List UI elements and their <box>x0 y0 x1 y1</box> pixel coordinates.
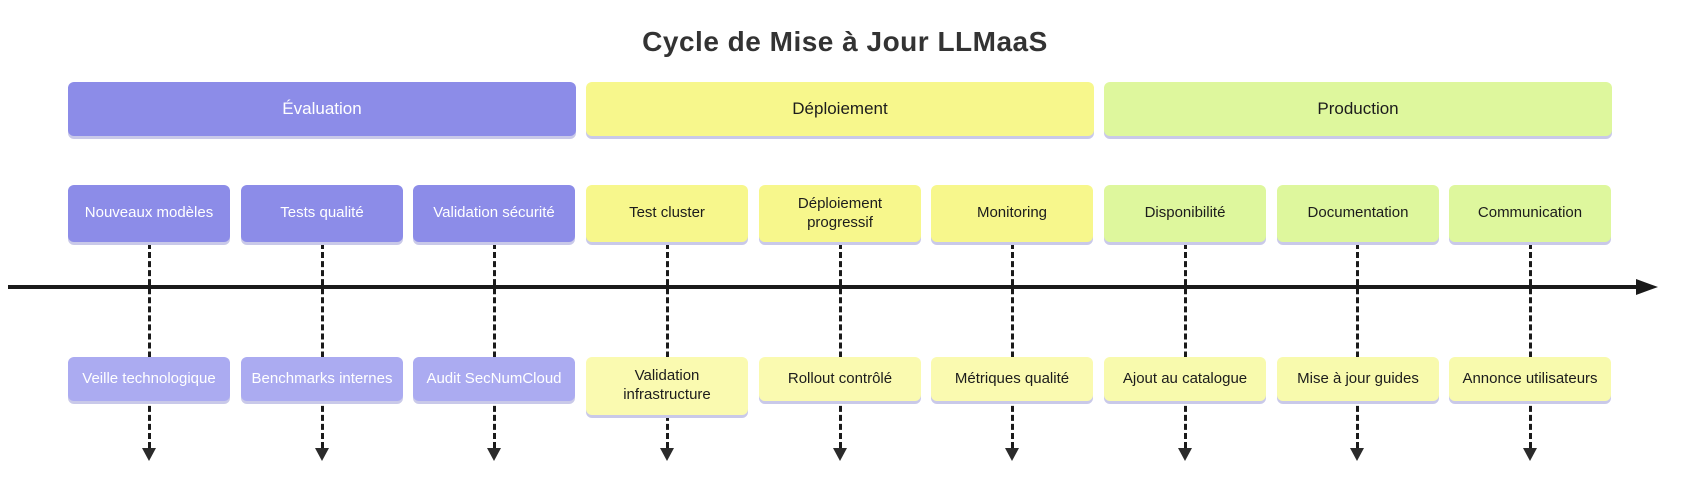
down-arrowhead-icon <box>1005 448 1019 461</box>
task-box-nouveaux-modeles: Nouveaux modèles <box>68 185 230 242</box>
dashed-connector <box>1184 243 1187 448</box>
dashed-connector <box>1011 243 1014 448</box>
task-box-disponibilite: Disponibilité <box>1104 185 1266 242</box>
down-arrowhead-icon <box>833 448 847 461</box>
dashed-connector <box>493 243 496 448</box>
down-arrowhead-icon <box>315 448 329 461</box>
phase-header-deploiement: Déploiement <box>586 82 1094 136</box>
task-box-validation-securite: Validation sécurité <box>413 185 575 242</box>
subtask-box-ajout-au-catalogue: Ajout au catalogue <box>1104 357 1266 401</box>
subtask-box-annonce-utilisateurs: Annonce utilisateurs <box>1449 357 1611 401</box>
down-arrowhead-icon <box>487 448 501 461</box>
subtask-box-validation-infrastructure: Validation infrastructure <box>586 357 748 415</box>
phase-header-evaluation: Évaluation <box>68 82 576 136</box>
dashed-connector <box>1529 243 1532 448</box>
phase-header-production: Production <box>1104 82 1612 136</box>
task-box-documentation: Documentation <box>1277 185 1439 242</box>
down-arrowhead-icon <box>142 448 156 461</box>
subtask-box-benchmarks-internes: Benchmarks internes <box>241 357 403 401</box>
task-box-tests-qualite: Tests qualité <box>241 185 403 242</box>
subtask-box-metriques-qualite: Métriques qualité <box>931 357 1093 401</box>
dashed-connector <box>839 243 842 448</box>
dashed-connector <box>148 243 151 448</box>
dashed-connector <box>321 243 324 448</box>
task-box-deploiement-progressif: Déploiement progressif <box>759 185 921 242</box>
right-arrowhead-icon <box>1636 279 1658 295</box>
dashed-connector <box>666 243 669 448</box>
task-box-monitoring: Monitoring <box>931 185 1093 242</box>
task-box-test-cluster: Test cluster <box>586 185 748 242</box>
dashed-connector <box>1356 243 1359 448</box>
timeline-axis <box>8 285 1636 289</box>
diagram-title: Cycle de Mise à Jour LLMaaS <box>642 26 1048 57</box>
down-arrowhead-icon <box>1350 448 1364 461</box>
subtask-box-mise-a-jour-guides: Mise à jour guides <box>1277 357 1439 401</box>
task-box-communication: Communication <box>1449 185 1611 242</box>
down-arrowhead-icon <box>1523 448 1537 461</box>
subtask-box-audit-secnumcloud: Audit SecNumCloud <box>413 357 575 401</box>
down-arrowhead-icon <box>660 448 674 461</box>
subtask-box-veille-technologique: Veille technologique <box>68 357 230 401</box>
down-arrowhead-icon <box>1178 448 1192 461</box>
subtask-box-rollout-controle: Rollout contrôlé <box>759 357 921 401</box>
